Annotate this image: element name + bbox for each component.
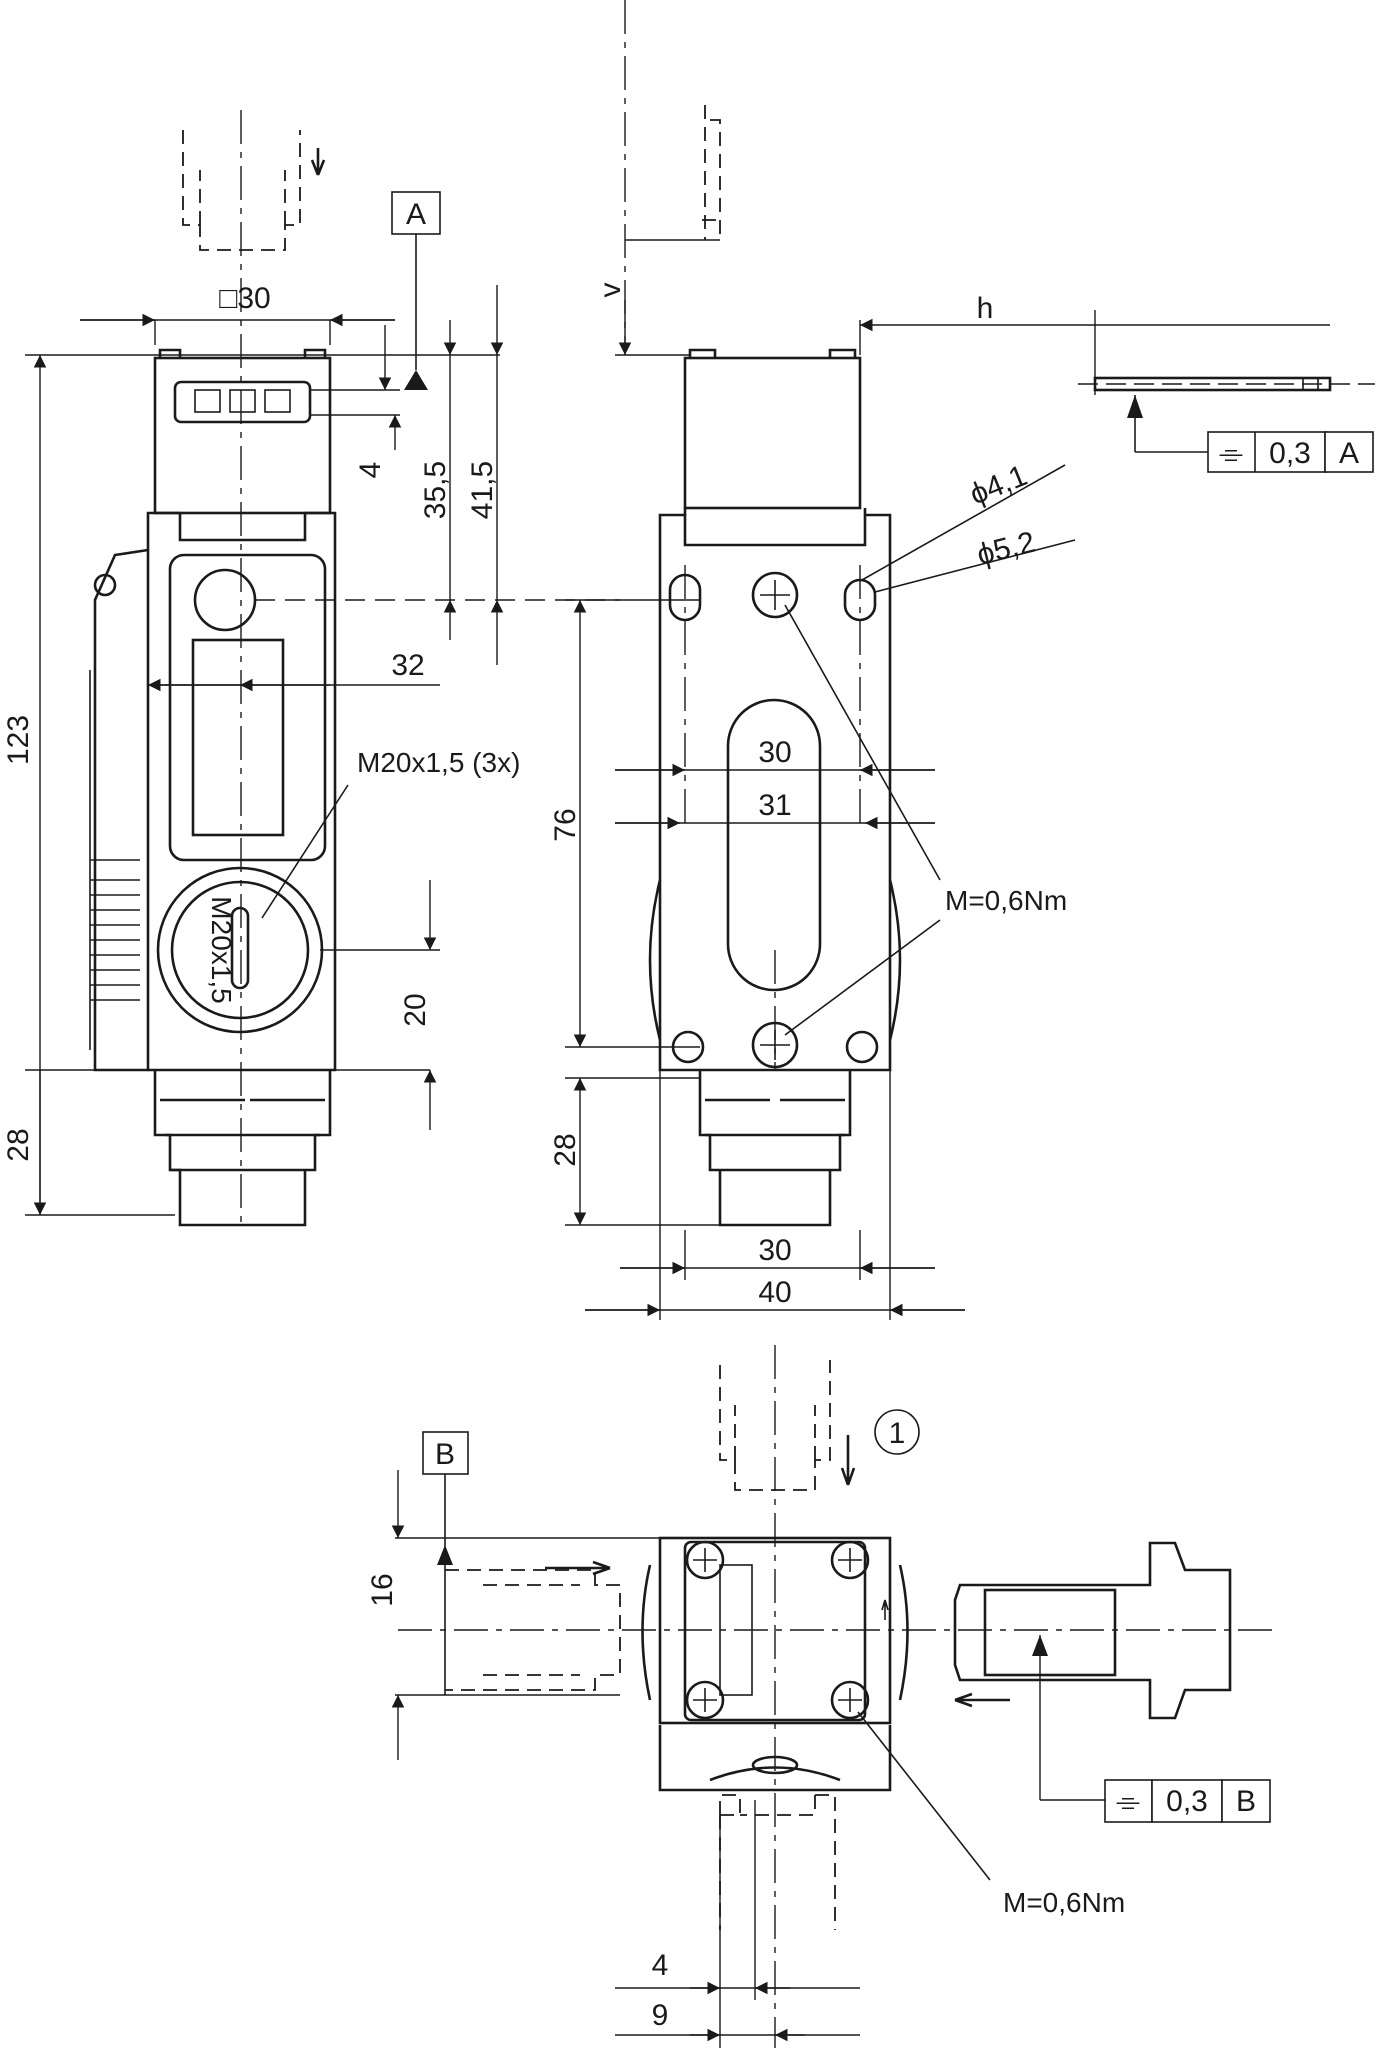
top-view: 1 ⌯ 0,3 B M=0,6Nm B — [366, 1345, 1275, 2048]
callout-1-circle — [874, 1409, 920, 1455]
dim-30-lower: 30 — [758, 1234, 791, 1267]
cable-entry-m20 — [156, 866, 324, 1034]
actuator-right — [953, 1541, 1232, 1720]
side-head — [683, 356, 862, 510]
mount-hole-tr — [843, 565, 877, 830]
tol-b-symbol: ⌯ — [1116, 1785, 1140, 1818]
tol-a-value: 0,3 — [1269, 437, 1311, 470]
dim-20: 20 — [399, 993, 432, 1026]
dim-31: 31 — [758, 789, 791, 822]
dim-123: 123 — [2, 715, 35, 765]
dim-16: 16 — [366, 1573, 399, 1606]
tolerance-frame-b: ⌯ 0,3 B — [1104, 1779, 1271, 1823]
dim-28-left: 28 — [2, 1128, 35, 1161]
insert-arrow-front — [310, 148, 326, 176]
dim-h: h — [977, 292, 994, 325]
dim-76: 76 — [549, 808, 582, 841]
side-view: v 76 28 — [549, 0, 1375, 1320]
datum-b-letter: B — [435, 1438, 455, 1471]
switch-head — [153, 356, 332, 515]
dim-phi-5-2: ϕ5,2 — [974, 526, 1039, 572]
dim-30-upper: 30 — [758, 736, 791, 769]
screw-top-side — [751, 571, 799, 619]
side-window — [726, 698, 822, 992]
actuator-dashed-left — [445, 1569, 621, 1691]
dim-40: 40 — [758, 1276, 791, 1309]
actuator-dashed-top — [719, 1360, 831, 1491]
thread-label: M20x1,5 (3x) — [357, 747, 520, 778]
actuator-dashed-side — [702, 105, 721, 240]
m20-print: M20x1,5 — [206, 896, 237, 1003]
flat-actuator — [1093, 376, 1332, 392]
dim-28-mid: 28 — [549, 1133, 582, 1166]
datum-a-letter: A — [406, 198, 426, 231]
dim-35-5: 35,5 — [419, 461, 452, 519]
tolerance-frame-a: ⌯ 0,3 A — [1207, 431, 1374, 473]
dim-phi-4-1: ϕ4,1 — [965, 459, 1032, 512]
datum-a-box — [391, 191, 441, 235]
hole-br — [845, 1030, 879, 1064]
actuator-dashed-front — [182, 130, 301, 251]
screw-head-front — [193, 568, 257, 632]
datum-b-box — [422, 1431, 469, 1475]
dim-4-bottom: 4 — [652, 1949, 669, 1982]
torque-label-bottom: M=0,6Nm — [1003, 1887, 1125, 1918]
torque-label-top: M=0,6Nm — [945, 885, 1067, 916]
tol-b-datum: B — [1236, 1785, 1256, 1818]
front-view: M20x1,5 □30 123 28 4 35,5 41,5 — [2, 110, 620, 1230]
tol-a-datum: A — [1339, 437, 1359, 470]
dim-v: v — [594, 283, 627, 298]
dim-32: 32 — [391, 649, 424, 682]
tol-b-value: 0,3 — [1166, 1785, 1208, 1818]
dim-4: 4 — [354, 462, 387, 479]
dim-square30: □30 — [219, 282, 271, 315]
actuator-dashed-bottom — [719, 1794, 836, 1930]
mount-hole-tl — [668, 565, 702, 830]
callout-1: 1 — [889, 1417, 906, 1450]
dim-41-5: 41,5 — [466, 461, 499, 519]
dim-9: 9 — [652, 1999, 669, 2032]
tol-a-symbol: ⌯ — [1219, 437, 1243, 470]
